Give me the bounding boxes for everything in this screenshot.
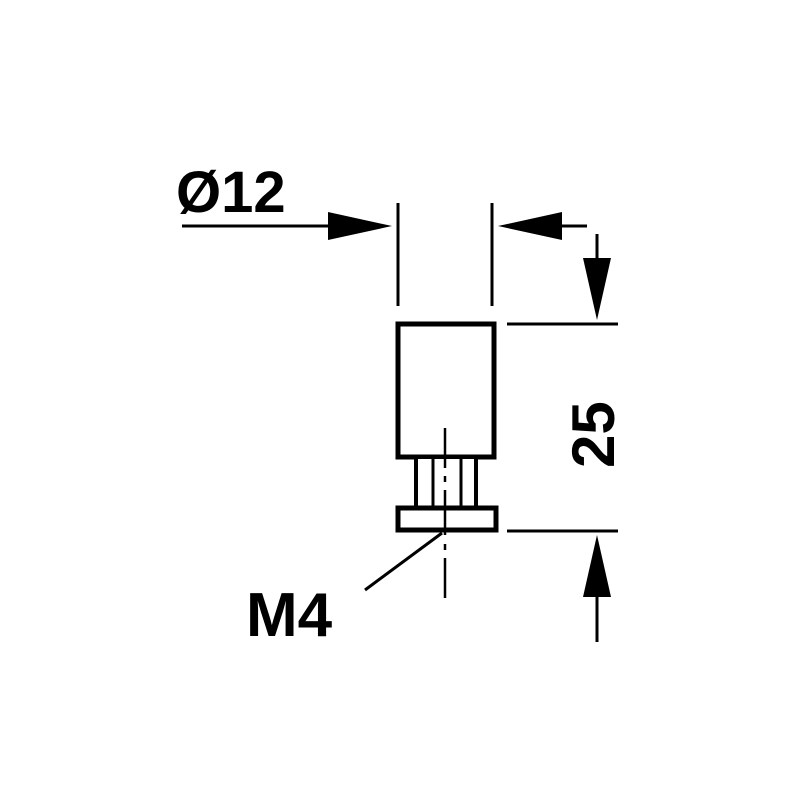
height-label: 25 <box>560 401 627 468</box>
thread-label: M4 <box>246 581 333 650</box>
knob-outline <box>395 321 499 533</box>
diameter-label: Ø12 <box>176 160 286 225</box>
height-dimension <box>507 234 618 642</box>
diameter-arrow-right <box>498 212 562 240</box>
diameter-dimension <box>182 203 587 306</box>
thread-leader <box>364 531 443 592</box>
knob-base-washer <box>395 505 499 533</box>
height-arrow-top <box>583 258 611 320</box>
diameter-arrow-left <box>328 212 392 240</box>
height-arrow-bottom <box>583 535 611 597</box>
